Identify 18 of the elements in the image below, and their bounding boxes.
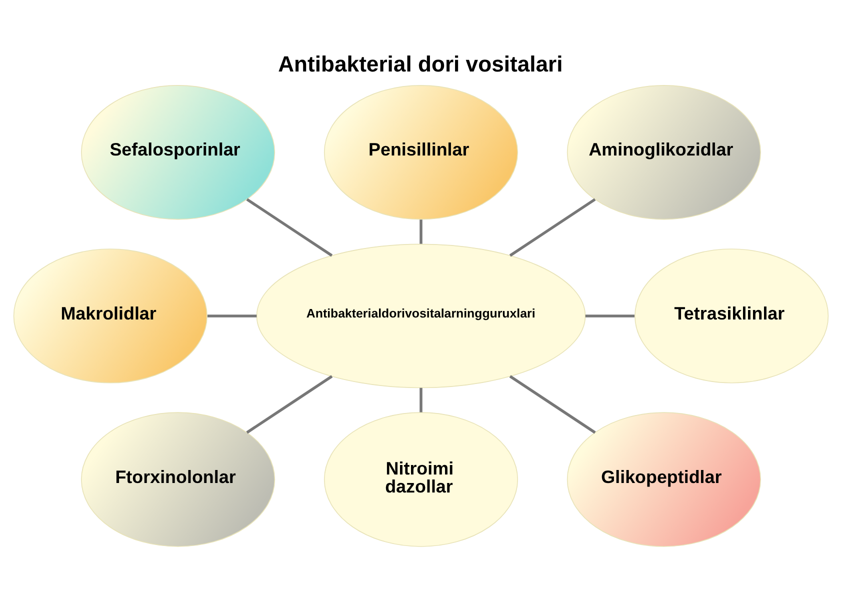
- connector: [246, 375, 333, 434]
- connector: [420, 220, 422, 244]
- node-ellipse: Ftorxinolonlar: [81, 412, 276, 547]
- node-ellipse: Sefalosporinlar: [81, 85, 276, 220]
- node-ellipse: Aminoglikozidlar: [566, 85, 761, 220]
- connector: [420, 388, 422, 412]
- connector: [509, 198, 596, 257]
- node-ellipse: Makrolidlar: [13, 248, 208, 384]
- node-ellipse: Penisillinlar: [324, 85, 518, 220]
- diagram-title: Antibakterial dori vositalari: [278, 51, 563, 76]
- connector: [585, 314, 634, 318]
- node-ellipse: Tetrasiklinlar: [634, 248, 829, 384]
- node-ellipse: Glikopeptidlar: [566, 412, 761, 547]
- node-ellipse: Nitroimi dazollar: [324, 412, 518, 547]
- connector: [207, 314, 257, 318]
- connector: [509, 375, 596, 434]
- node-ellipse: Antibakterialdorivositalarningguruxlari: [256, 244, 586, 388]
- connector: [246, 198, 333, 257]
